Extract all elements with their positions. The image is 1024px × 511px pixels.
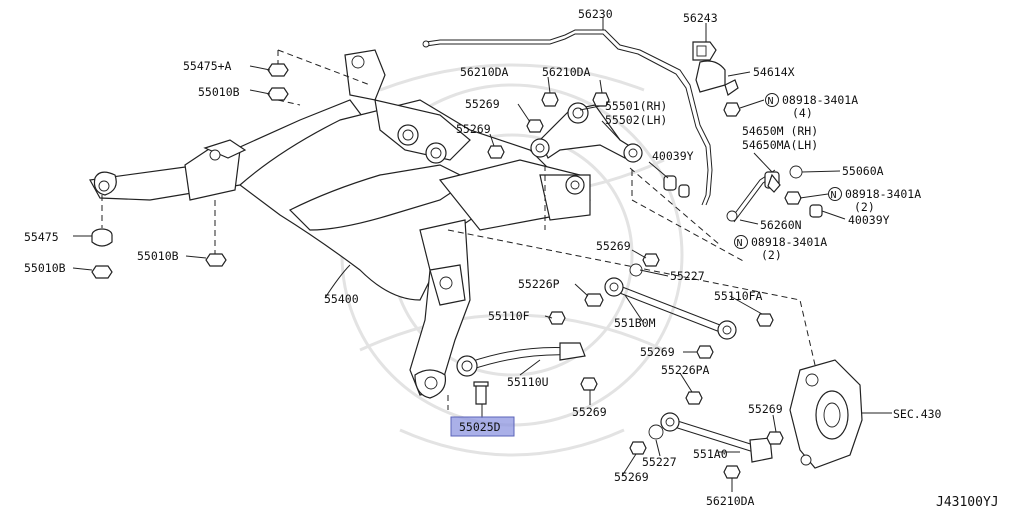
label-sec430[interactable]: SEC.430: [893, 407, 942, 421]
label-55475a[interactable]: 55475+A: [183, 59, 232, 73]
label-55010b-top[interactable]: 55010B: [198, 85, 240, 99]
label-54650ma[interactable]: 54650MA(LH): [742, 138, 818, 152]
label-55227-b[interactable]: 55227: [642, 455, 677, 469]
note-089a-low[interactable]: N 08918-3401A (2): [734, 235, 828, 262]
axle-knuckle-sec430: [789, 359, 863, 469]
suspension-member-55400: [89, 49, 591, 399]
selected-part-highlight: [450, 416, 515, 437]
label-56230[interactable]: 56230: [578, 7, 613, 21]
svg-text:08918-3401A: 08918-3401A: [845, 187, 921, 201]
label-55269-c[interactable]: 55269: [596, 239, 631, 253]
lower-link-55110u: [456, 311, 598, 405]
lower-link-551b0m: [584, 253, 774, 359]
label-55400[interactable]: 55400: [324, 292, 359, 306]
label-55269-e[interactable]: 55269: [572, 405, 607, 419]
svg-text:N: N: [831, 190, 837, 201]
stabilizer-bar-56230: [422, 29, 741, 206]
reference-lines: [101, 49, 816, 410]
diagram-code: J43100YJ: [936, 495, 999, 510]
label-551b0m[interactable]: 551B0M: [614, 316, 656, 330]
svg-text:08918-3401A: 08918-3401A: [782, 93, 858, 107]
label-54650m[interactable]: 54650M (RH): [742, 124, 818, 138]
label-55010b-left[interactable]: 55010B: [24, 261, 66, 275]
label-55269-a[interactable]: 55269: [465, 97, 500, 111]
connecting-rod-54650m: [663, 165, 823, 223]
label-56210da-c[interactable]: 56210DA: [706, 494, 755, 508]
label-54614x[interactable]: 54614X: [753, 65, 795, 79]
svg-text:N: N: [737, 238, 743, 249]
label-55110u[interactable]: 55110U: [507, 375, 549, 389]
svg-text:08918-3401A: 08918-3401A: [751, 235, 827, 249]
svg-text:(2): (2): [854, 200, 875, 214]
label-55060a[interactable]: 55060A: [842, 164, 884, 178]
label-55269-g[interactable]: 55269: [614, 470, 649, 484]
label-55475[interactable]: 55475: [24, 230, 59, 244]
label-55501[interactable]: 55501(RH): [605, 99, 667, 113]
label-56243[interactable]: 56243: [683, 11, 718, 25]
label-56260n[interactable]: 56260N: [760, 218, 802, 232]
leader-lines: [72, 17, 892, 492]
label-55025d-selected[interactable]: 55025D: [459, 420, 501, 434]
svg-text:N: N: [768, 96, 774, 107]
label-56210da-b[interactable]: 56210DA: [542, 65, 591, 79]
svg-text:(4): (4): [792, 106, 813, 120]
toe-link-551a0: [629, 391, 784, 479]
part-labels: 56230 56243 55475+A 55010B 56210DA 56210…: [24, 7, 999, 510]
label-55110fa[interactable]: 55110FA: [714, 289, 763, 303]
label-55110f[interactable]: 55110F: [488, 309, 530, 323]
upper-link-55501: [487, 92, 643, 163]
label-56210da-a[interactable]: 56210DA: [460, 65, 509, 79]
label-55269-b[interactable]: 55269: [456, 122, 491, 136]
label-55269-d[interactable]: 55269: [640, 345, 675, 359]
label-551a0[interactable]: 551A0: [693, 447, 728, 461]
label-55502[interactable]: 55502(LH): [605, 113, 667, 127]
label-55227-a[interactable]: 55227: [670, 269, 705, 283]
label-40039y-a[interactable]: 40039Y: [652, 149, 694, 163]
label-55010b-mid[interactable]: 55010B: [137, 249, 179, 263]
note-089a-mid[interactable]: N 08918-3401A (2): [828, 187, 922, 214]
note-089a-top[interactable]: N 08918-3401A (4): [765, 93, 859, 120]
label-40039y-b[interactable]: 40039Y: [848, 213, 890, 227]
label-55226pa[interactable]: 55226PA: [661, 363, 710, 377]
label-55269-f[interactable]: 55269: [748, 402, 783, 416]
label-55226p[interactable]: 55226P: [518, 277, 560, 291]
svg-text:(2): (2): [761, 248, 782, 262]
